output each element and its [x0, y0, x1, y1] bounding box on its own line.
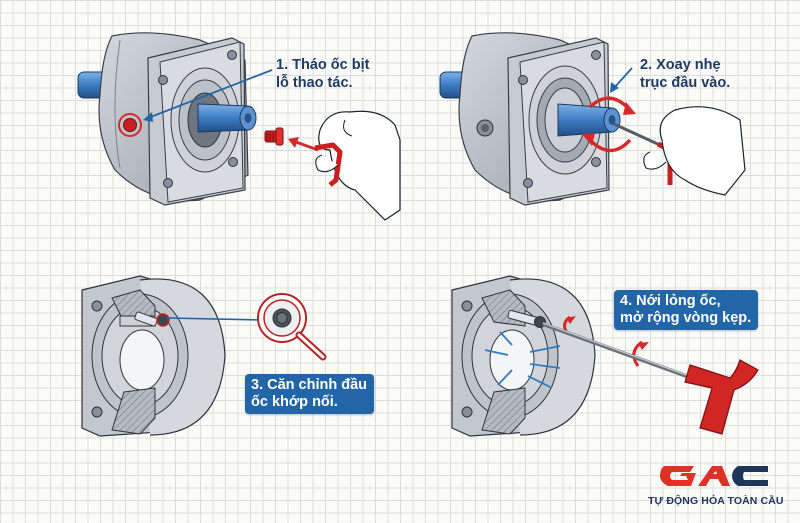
cutaway-housing: [81, 275, 226, 437]
logo-tagline: TỰ ĐỘNG HÓA TOÀN CẦU: [648, 495, 784, 507]
step-2-caption: 2. Xoay nhẹ trục đầu vào.: [640, 56, 730, 92]
gac-logo: TỰ ĐỘNG HÓA TOÀN CẦU: [648, 462, 798, 512]
plug-screw: [264, 127, 284, 146]
input-shaft: [557, 103, 621, 137]
hand: [643, 106, 746, 196]
step-4-panel: 4. Nới lỏng ốc, mở rộng vòng kẹp.: [400, 260, 800, 440]
step-2-caption-line-2: trục đầu vào.: [640, 75, 731, 91]
step-4-illustration: [451, 275, 759, 437]
removal-arrow: [288, 137, 319, 152]
pointer-arrowhead-1: [143, 112, 153, 122]
plug-hole-highlight: [118, 113, 142, 137]
rotation-arrows: [582, 96, 636, 153]
step-2-panel: 2. Xoay nhẹ trục đầu vào.: [400, 0, 800, 240]
coupling-screw: [134, 311, 170, 327]
step-2-caption-line-1: 2. Xoay nhẹ: [640, 57, 721, 73]
gac-logo-mark: [660, 466, 768, 486]
step-4-caption-line-2: mở rộng vòng kẹp.: [620, 310, 752, 326]
step-4-caption: 4. Nới lỏng ốc, mở rộng vòng kẹp.: [614, 290, 759, 330]
pointer-line-1: [147, 69, 273, 119]
magnifier-icon: [257, 293, 327, 361]
step-3-panel: 3. Căn chỉnh đầu ốc khớp nối.: [0, 260, 400, 440]
step-3-illustration: [81, 275, 327, 437]
step-1-panel: 1. Tháo ốc bịt lỗ thao tác.: [0, 0, 401, 240]
expansion-arrows: [484, 331, 561, 389]
step-1-caption-line-2: lỗ thao tác.: [276, 75, 353, 91]
t-handle-hex-key: [542, 322, 759, 435]
logo-letter-a: [698, 466, 730, 486]
output-shaft: [197, 103, 257, 133]
step-3-caption-line-1: 3. Căn chỉnh đầu: [251, 377, 368, 393]
pointer-line-2: [613, 67, 633, 89]
step-1-illustration: [77, 32, 401, 221]
step-1-caption: 1. Tháo ốc bịt lỗ thao tác.: [276, 56, 369, 92]
hand-with-hex-key: [314, 110, 401, 221]
logo-letter-g: [660, 466, 696, 486]
cutaway-housing: [451, 275, 596, 437]
pointer-line-3: [166, 317, 263, 321]
pointer-arrowhead-2: [610, 82, 619, 93]
step-1-caption-line-1: 1. Tháo ốc bịt: [276, 57, 370, 73]
step-3-caption: 3. Căn chỉnh đầu ốc khớp nối.: [245, 374, 375, 414]
logo-letter-c: [732, 466, 768, 486]
step-2-illustration: [439, 32, 746, 206]
step-4-caption-line-1: 4. Nới lỏng ốc,: [620, 293, 721, 309]
step-3-caption-line-2: ốc khớp nối.: [251, 394, 338, 410]
